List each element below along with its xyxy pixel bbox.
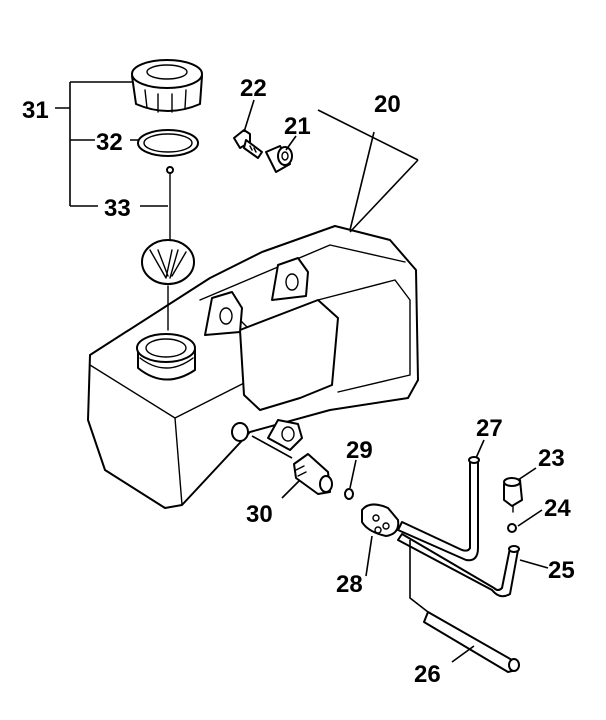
clip (507, 523, 517, 533)
callout-25: 25 (548, 557, 575, 584)
callout-21: 21 (284, 113, 311, 140)
callout-23: 23 (538, 445, 565, 472)
callout-32: 32 (96, 129, 123, 156)
outlet-fitting (293, 453, 333, 495)
callout-24: 24 (544, 495, 571, 522)
leader-lines (55, 81, 549, 663)
callout-28: 28 (336, 571, 363, 598)
callout-33: 33 (104, 195, 131, 222)
callout-29: 29 (346, 437, 373, 464)
callout-27: 27 (476, 415, 503, 442)
callout-30: 30 (246, 501, 273, 528)
fuel-strainer (141, 166, 195, 331)
o-ring (344, 488, 354, 500)
fuel-cap (131, 59, 203, 113)
fuel-tank (87, 225, 419, 509)
fuel-pipe-27 (397, 456, 480, 562)
callout-20: 20 (374, 91, 401, 118)
grommet (361, 503, 400, 537)
callout-31: 31 (22, 97, 49, 124)
bolt (233, 129, 263, 159)
bushing (265, 145, 293, 173)
fuel-pipe-25 (397, 533, 520, 598)
callout-22: 22 (240, 75, 267, 102)
return-hose (423, 611, 520, 673)
fuel-filter (503, 477, 523, 513)
cap-gasket (137, 129, 199, 157)
callout-26: 26 (414, 661, 441, 688)
